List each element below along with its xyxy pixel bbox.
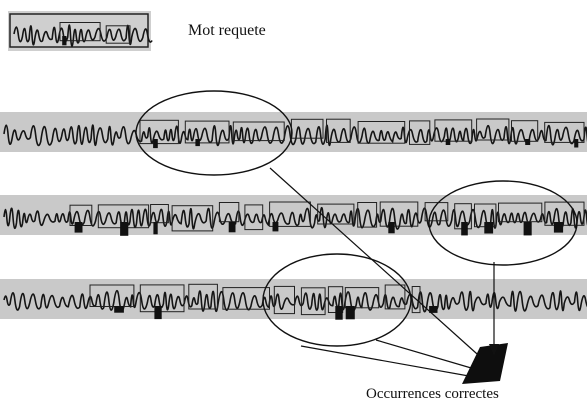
text-line-2-ink-block xyxy=(523,222,532,236)
query-word-box xyxy=(9,13,149,48)
text-line-3-box xyxy=(222,287,270,310)
text-line-1-box xyxy=(434,119,473,142)
arrow-target xyxy=(462,343,508,384)
text-line-1-box xyxy=(357,121,406,144)
text-line-3-box xyxy=(384,284,406,310)
text-line-1-box xyxy=(511,120,539,142)
correct-occurrences-label: Occurrences correctes xyxy=(366,386,499,402)
text-line-1-box xyxy=(184,120,230,144)
text-line-3-box xyxy=(273,285,295,315)
text-line-2-box xyxy=(150,204,169,224)
text-line-2-ink-block xyxy=(388,222,395,234)
text-line-1-box xyxy=(476,118,510,141)
text-line-2-box xyxy=(544,201,585,226)
text-line-3-ink-block xyxy=(345,306,355,320)
text-line-2-box xyxy=(424,202,449,222)
text-line-3-ink-block xyxy=(114,306,124,313)
text-line-2-ink-block xyxy=(228,222,236,233)
arrowhead-2 xyxy=(489,344,499,356)
text-line-3-ink-block xyxy=(335,306,343,320)
text-line-1-ink-block xyxy=(153,139,158,149)
query-word-image xyxy=(8,11,153,51)
text-line-3-stroke xyxy=(3,289,587,313)
text-line-2-ink-block xyxy=(553,222,564,233)
arrow-line-4 xyxy=(375,339,479,371)
text-line-3-ink-block xyxy=(154,306,162,320)
text-line-1-ink-block xyxy=(574,139,579,148)
text-line-2 xyxy=(3,201,587,236)
text-line-1-ink-block xyxy=(445,139,451,145)
occurrence-ellipse-1 xyxy=(135,90,293,176)
text-line-3 xyxy=(3,283,587,320)
text-line-1-box xyxy=(326,118,351,143)
text-line-3-box xyxy=(344,287,380,309)
text-line-2-ink-block xyxy=(484,222,494,234)
text-line-1 xyxy=(3,118,587,149)
arrow-line-1 xyxy=(269,167,487,363)
query-word-box xyxy=(59,22,101,42)
text-line-2-ink-block xyxy=(272,222,279,232)
text-line-2-box xyxy=(498,202,543,223)
text-line-2-ink-block xyxy=(120,222,129,236)
text-line-1-ink-block xyxy=(525,139,531,145)
text-line-3-box xyxy=(139,284,185,313)
text-line-2-box xyxy=(244,204,264,231)
text-line-1-stroke xyxy=(3,124,587,147)
text-line-3-box xyxy=(188,283,218,310)
query-word-box xyxy=(105,25,131,44)
text-line-2-box xyxy=(218,202,240,223)
text-line-3-ink-block xyxy=(429,306,438,313)
text-line-1-ink-block xyxy=(195,139,200,147)
occurrence-ellipse-3 xyxy=(262,253,412,347)
arrow-line-3 xyxy=(300,345,481,379)
text-line-2-stroke xyxy=(3,206,587,230)
text-line-1-box xyxy=(232,121,285,142)
text-line-2-ink-block xyxy=(153,222,158,235)
text-line-2-box xyxy=(269,201,311,227)
query-word-glyphs xyxy=(13,22,153,47)
text-line-2-box xyxy=(317,203,355,225)
text-line-3-box xyxy=(300,287,326,316)
query-word-ink-block xyxy=(62,36,67,46)
query-word-stroke xyxy=(13,24,153,47)
text-line-1-box xyxy=(409,120,431,145)
text-line-2-ink-block xyxy=(74,222,83,233)
text-line-2-box xyxy=(379,201,419,227)
text-line-2-box xyxy=(357,202,378,228)
query-word-label: Mot requete xyxy=(188,22,266,39)
occurrence-ellipse-2 xyxy=(428,180,578,266)
text-line-1-box xyxy=(139,119,179,145)
text-line-2-ink-block xyxy=(461,222,468,236)
text-line-3-box xyxy=(411,286,421,314)
text-line-3-box xyxy=(89,284,135,307)
text-line-1-box xyxy=(544,121,585,143)
text-line-2-box xyxy=(171,205,214,232)
